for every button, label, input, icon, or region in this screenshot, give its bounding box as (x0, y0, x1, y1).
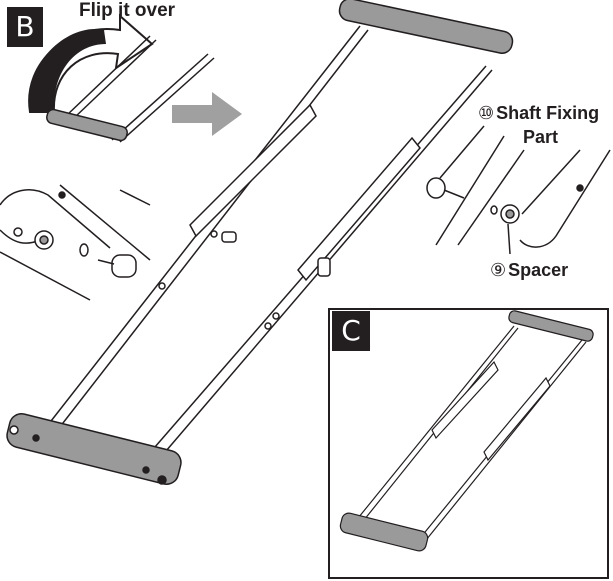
step-c-label: C (341, 314, 361, 347)
step-c-badge: C (332, 311, 370, 351)
small-frame (46, 35, 215, 143)
detail-c-panel (328, 308, 609, 579)
right-detail (426, 125, 611, 255)
top-crossbar (338, 0, 514, 54)
spacer-part-number: ⑨ (490, 260, 507, 281)
flip-instruction: Flip it over (79, 0, 176, 21)
step-b-label: B (15, 10, 35, 43)
shaft-part-name: Shaft Fixing (496, 103, 600, 123)
left-detail (0, 184, 151, 301)
right-arrow-icon (172, 92, 242, 136)
shaft-part-number: ⑩ (478, 103, 495, 124)
shaft-fixing-label-line2: Part (523, 127, 559, 147)
spacer-part-name: Spacer (508, 260, 569, 280)
shaft-fixing-part (426, 177, 446, 199)
flip-illustration (28, 13, 242, 143)
bottom-crossbar (6, 413, 182, 485)
main-frame (6, 0, 514, 485)
detail-c-frame (339, 310, 594, 552)
step-b-badge: B (7, 7, 43, 47)
